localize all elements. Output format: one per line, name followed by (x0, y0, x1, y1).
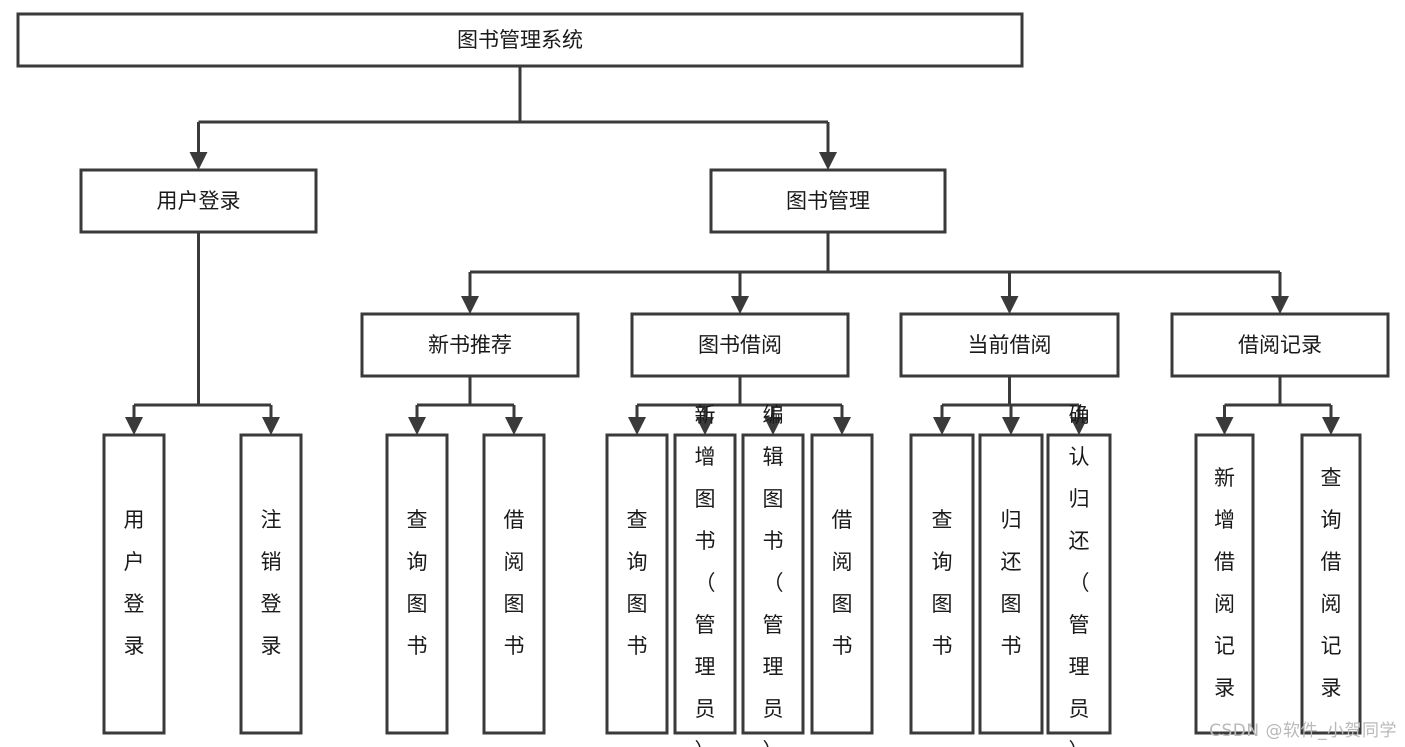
node-new-book-rec[interactable]: 新书推荐 (360, 312, 580, 378)
arrow-head-icon (1215, 417, 1234, 435)
node-book-borrow[interactable]: 图书借阅 (630, 312, 850, 378)
node-label: 图书管理 (786, 189, 870, 213)
node-box (810, 433, 874, 735)
node-label: 借阅图书 (832, 508, 853, 658)
node-box (16, 12, 1024, 68)
arrow-head-icon (1070, 417, 1088, 435)
node-box (899, 312, 1120, 378)
node-box (741, 433, 805, 735)
arrow-head-icon (189, 152, 208, 170)
node-leaf-edit-book[interactable]: 编辑图书（管理员） (741, 403, 805, 747)
node-label: 用户登录 (157, 189, 241, 213)
node-label: 图书借阅 (698, 333, 782, 357)
arrow-head-icon (505, 417, 523, 435)
node-label: 新增图书（管理员） (695, 403, 716, 747)
node-leaf-borrow-book[interactable]: 借阅图书 (810, 433, 874, 735)
node-label: 新增借阅记录 (1214, 466, 1235, 700)
node-label: 归还图书 (1001, 508, 1022, 658)
arrow-head-icon (408, 417, 426, 435)
node-leaf-add-record[interactable]: 新增借阅记录 (1194, 433, 1255, 735)
node-label: 查询借阅记录 (1321, 466, 1342, 700)
node-user-login[interactable]: 用户登录 (79, 168, 318, 234)
node-box (79, 168, 318, 234)
node-leaf-query-book-borrow[interactable]: 查询图书 (605, 433, 669, 735)
arrow-head-icon (731, 296, 749, 314)
node-box (909, 433, 975, 735)
node-boxes: 图书管理系统用户登录图书管理新书推荐图书借阅当前借阅借阅记录用户登录注销登录查询… (16, 12, 1390, 747)
arrow-head-icon (833, 417, 851, 435)
arrow-head-icon (1271, 296, 1289, 314)
node-box (1300, 433, 1362, 735)
node-label: 当前借阅 (968, 333, 1052, 357)
node-label: 新书推荐 (428, 333, 512, 357)
node-label: 查询图书 (932, 508, 953, 658)
node-leaf-return-book[interactable]: 归还图书 (978, 433, 1044, 735)
arrow-head-icon (628, 417, 646, 435)
node-label: 确认归还（管理员） (1069, 403, 1090, 747)
arrow-head-icon (1002, 417, 1020, 435)
node-box (239, 433, 303, 735)
node-borrow-record[interactable]: 借阅记录 (1170, 312, 1390, 378)
node-label: 借阅记录 (1238, 333, 1322, 357)
arrow-head-icon (933, 417, 951, 435)
node-box (1046, 433, 1112, 735)
node-label: 注销登录 (261, 508, 282, 658)
node-box (709, 168, 947, 234)
arrow-head-icon (1322, 417, 1340, 435)
node-leaf-query-book-rec[interactable]: 查询图书 (385, 433, 449, 735)
node-box (630, 312, 850, 378)
node-box (360, 312, 580, 378)
node-box (1170, 312, 1390, 378)
node-book-manage[interactable]: 图书管理 (709, 168, 947, 234)
node-current-borrow[interactable]: 当前借阅 (899, 312, 1120, 378)
node-box (673, 433, 737, 735)
node-box (482, 433, 546, 735)
node-leaf-add-book[interactable]: 新增图书（管理员） (673, 403, 737, 747)
arrow-head-icon (262, 417, 280, 435)
node-box (978, 433, 1044, 735)
node-label: 借阅图书 (504, 508, 525, 658)
arrow-head-icon (819, 152, 837, 170)
arrow-head-icon (1000, 296, 1019, 314)
node-leaf-query-record[interactable]: 查询借阅记录 (1300, 433, 1362, 735)
node-label: 查询图书 (627, 508, 648, 658)
connector-edges (125, 66, 1340, 435)
node-label: 图书管理系统 (457, 28, 583, 52)
arrow-head-icon (125, 417, 143, 435)
arrow-head-icon (696, 417, 714, 435)
node-box (605, 433, 669, 735)
node-label: 查询图书 (407, 508, 428, 658)
node-root[interactable]: 图书管理系统 (16, 12, 1024, 68)
node-label: 用户登录 (124, 508, 145, 658)
node-label: 编辑图书（管理员） (763, 403, 784, 747)
arrow-head-icon (764, 417, 782, 435)
node-leaf-logout[interactable]: 注销登录 (239, 433, 303, 735)
arrow-head-icon (461, 296, 479, 314)
node-box (102, 433, 166, 735)
node-box (385, 433, 449, 735)
node-leaf-confirm-return[interactable]: 确认归还（管理员） (1046, 403, 1112, 747)
node-leaf-query-book-current[interactable]: 查询图书 (909, 433, 975, 735)
node-box (1194, 433, 1255, 735)
node-leaf-borrow-book-rec[interactable]: 借阅图书 (482, 433, 546, 735)
node-leaf-user-login[interactable]: 用户登录 (102, 433, 166, 735)
